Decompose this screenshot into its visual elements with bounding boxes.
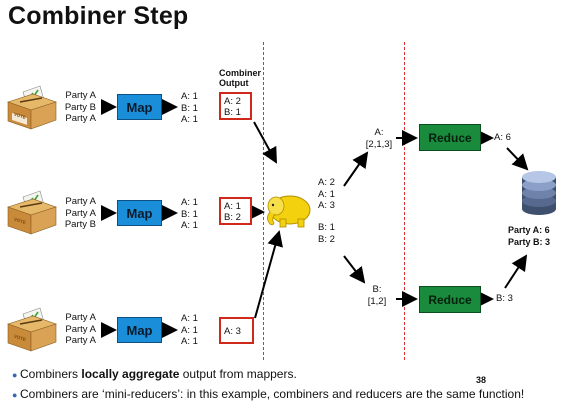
ballot-box-icon: VOTE [7, 307, 57, 352]
page-number: 38 [476, 375, 487, 385]
bullet-dot-icon: ● [12, 370, 18, 380]
reduce-box-a: Reduce [419, 124, 481, 151]
divider-right [404, 42, 405, 360]
map-box-1: Map [117, 94, 162, 120]
ballot-box-icon: VOTE [7, 85, 57, 130]
reduce-b-output: B: 3 [496, 293, 513, 304]
arrow-b3-to-db [504, 254, 528, 289]
database-icon [522, 171, 556, 215]
ballot-box-icon: VOTE [7, 190, 57, 235]
reduce-box-b: Reduce [419, 286, 481, 313]
slide-title: Combiner Step [8, 2, 189, 30]
arrow-to-group-b [343, 255, 366, 284]
svg-text:VOTE: VOTE [13, 112, 26, 121]
map-box-2: Map [117, 200, 162, 226]
bullet-1: ● Combiners locally aggregate output fro… [12, 367, 297, 381]
divider-left [263, 42, 264, 360]
bullet-dot-icon: ● [12, 390, 18, 400]
group-a: A:[2,1,3] [365, 127, 393, 150]
hadoop-elephant-icon [267, 195, 311, 228]
map-box-3: Map [117, 317, 162, 343]
reduce-a-output: A: 6 [494, 132, 511, 143]
arrow-combiner-to-hadoop-1 [253, 121, 277, 164]
arrow-a6-to-db [506, 147, 529, 171]
arrow-to-group-a [343, 151, 369, 187]
svg-text:VOTE: VOTE [13, 217, 26, 226]
svg-text:VOTE: VOTE [13, 334, 26, 343]
group-b: B:[1,2] [367, 284, 387, 307]
combiner-box-3: A: 3 [219, 317, 254, 344]
arrow-combiner-to-hadoop-3 [254, 230, 283, 319]
bullet-2: ● Combiners are ‘mini-reducers’: in this… [12, 387, 525, 401]
